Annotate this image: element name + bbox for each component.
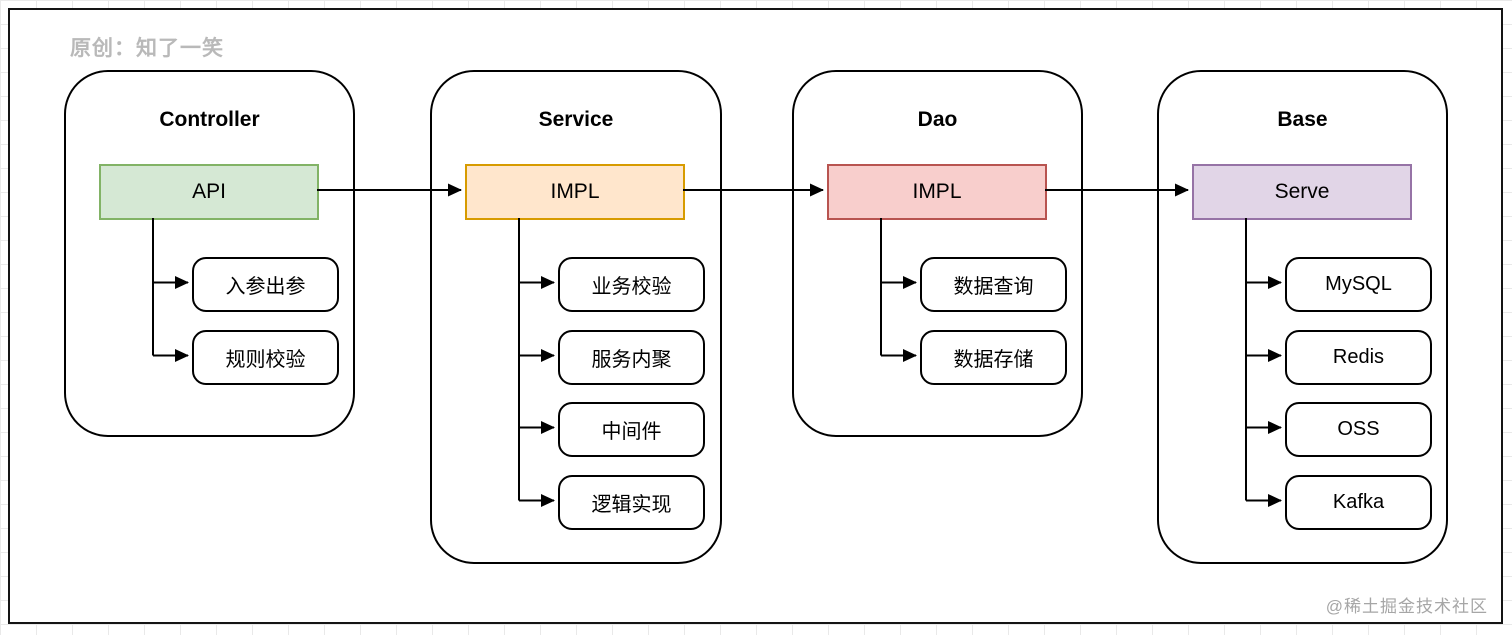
node-kafka: Kafka	[1285, 475, 1432, 530]
node-logic-implementation: 逻辑实现	[558, 475, 705, 530]
node-input-output-params: 入参出参	[192, 257, 339, 312]
column-base: Base Serve MySQL Redis OSS Kafka	[1157, 70, 1448, 564]
node-api: API	[99, 164, 319, 220]
node-dao-impl: IMPL	[827, 164, 1047, 220]
column-service: Service IMPL 业务校验 服务内聚 中间件 逻辑实现	[430, 70, 722, 564]
node-redis: Redis	[1285, 330, 1432, 385]
node-oss: OSS	[1285, 402, 1432, 457]
node-rule-validation: 规则校验	[192, 330, 339, 385]
column-controller-title: Controller	[159, 108, 260, 131]
node-middleware: 中间件	[558, 402, 705, 457]
node-data-query: 数据查询	[920, 257, 1067, 312]
node-data-storage: 数据存储	[920, 330, 1067, 385]
column-service-title: Service	[538, 108, 614, 131]
column-controller: Controller API 入参出参 规则校验	[64, 70, 355, 437]
node-serve: Serve	[1192, 164, 1412, 220]
node-business-validation: 业务校验	[558, 257, 705, 312]
watermark-text: @稀土掘金技术社区	[1325, 597, 1488, 616]
column-base-title: Base	[1277, 108, 1328, 131]
node-service-impl: IMPL	[465, 164, 685, 220]
node-service-cohesion: 服务内聚	[558, 330, 705, 385]
byline-text: 原创：知了一笑	[70, 37, 224, 60]
node-mysql: MySQL	[1285, 257, 1432, 312]
column-dao-title: Dao	[917, 108, 958, 131]
column-dao: Dao IMPL 数据查询 数据存储	[792, 70, 1083, 437]
